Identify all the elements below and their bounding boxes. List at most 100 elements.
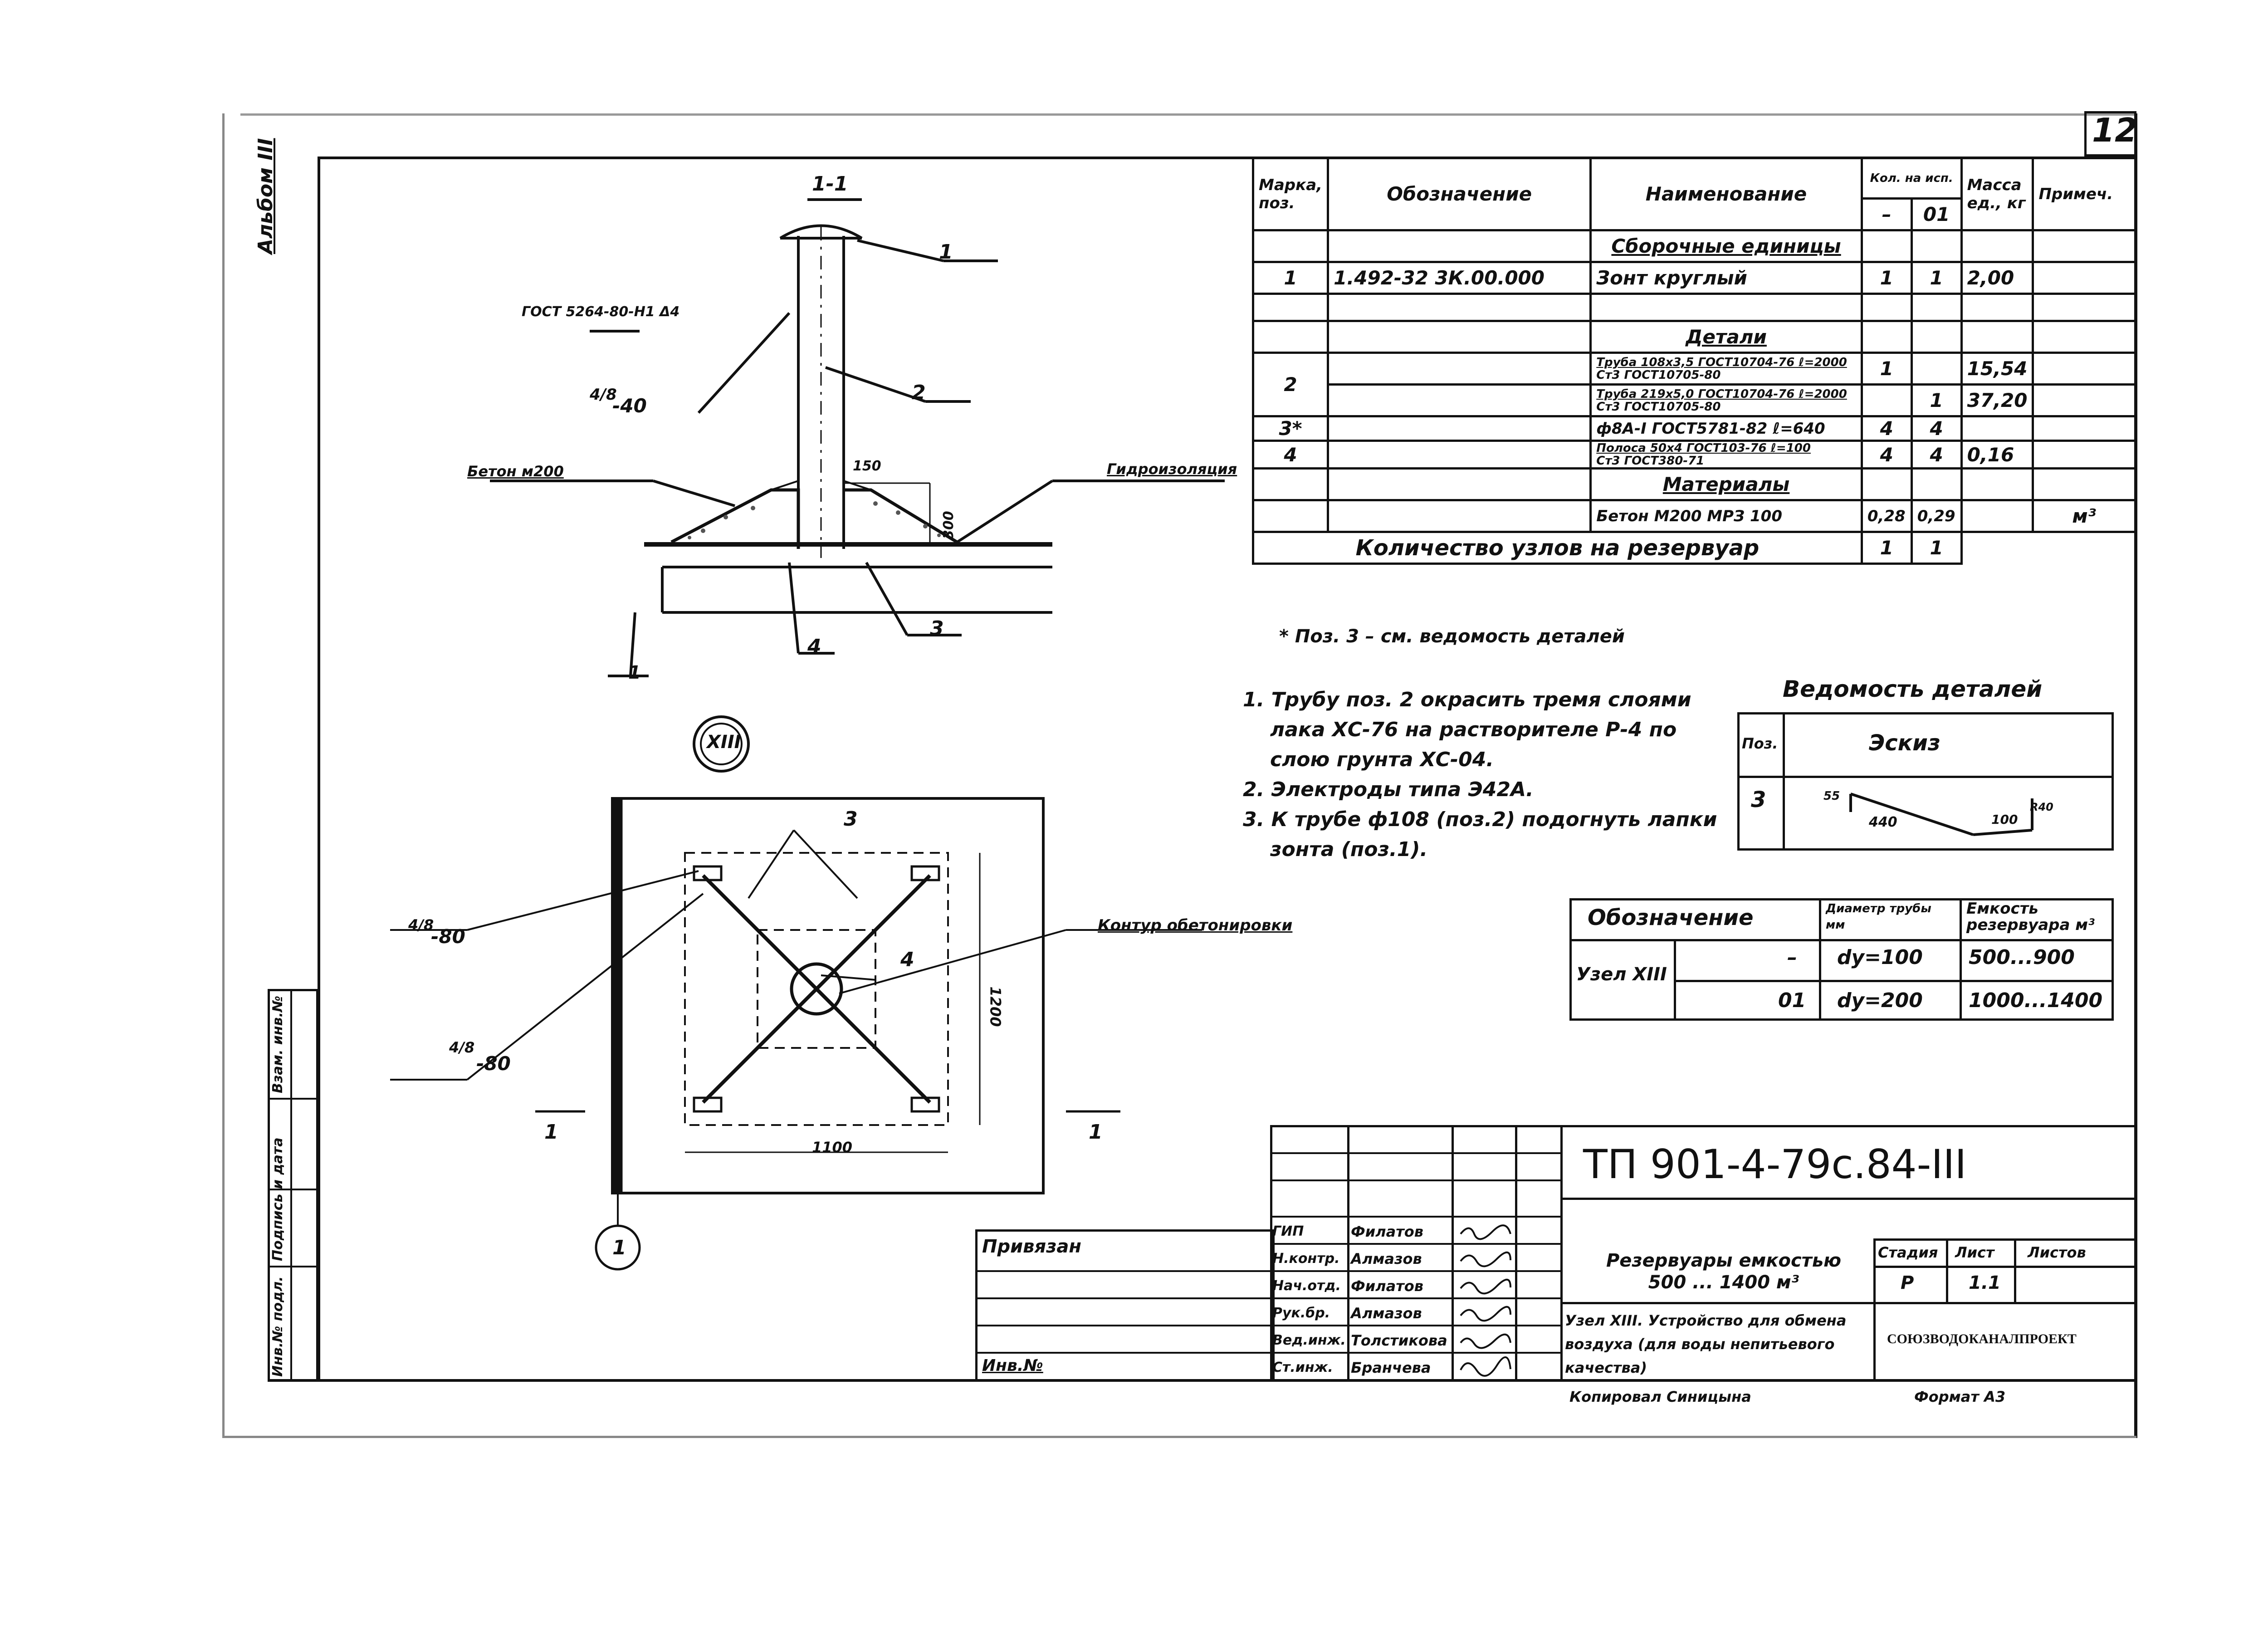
detail-sketch — [1849, 793, 2033, 836]
row5-q2: 0,29 — [1910, 499, 1963, 533]
row2a-q1: 1 — [1860, 352, 1913, 386]
tb-object-title: Резервуары емкостью 500 ... 1400 м³ — [1606, 1250, 1842, 1293]
plan-pos3: 3 — [844, 807, 858, 831]
tb-code: ТП 901-4-79с.84-III — [1583, 1141, 1967, 1188]
hdr-mass: Масса ед., кг — [1960, 157, 2034, 231]
tb-h-obj — [1560, 1302, 2136, 1304]
tb-v-name — [1452, 1125, 1454, 1381]
side-stamp-h3 — [268, 1266, 318, 1267]
tb-sheet-title: Узел XIII. Устройство для обмена воздуха… — [1565, 1312, 1847, 1376]
details-vline — [1783, 712, 1785, 851]
tb-stage-h: Стадия — [1878, 1244, 1938, 1261]
row2a-mass: 15,54 — [1960, 352, 2034, 386]
tb-h-r4 — [1270, 1270, 1560, 1272]
details-col-sketch: Эскиз — [1869, 730, 1941, 756]
row6-q2: 1 — [1910, 531, 1963, 565]
outer-frame-top — [240, 113, 2136, 116]
role-stinzh: Ст.инж. — [1272, 1360, 1333, 1375]
row5-name: Бетон М200 МРЗ 100 — [1589, 499, 1863, 533]
variants-r1-dia: dy=100 — [1837, 946, 1923, 969]
row3-q1: 4 — [1860, 415, 1913, 442]
notes: 1. Трубу поз. 2 окрасить тремя слоями ла… — [1243, 685, 1717, 865]
outer-frame-bottom — [222, 1436, 2136, 1438]
row4-q2: 4 — [1910, 440, 1963, 470]
name-6: Бранчева — [1351, 1359, 1431, 1376]
tb-h-r2 — [1270, 1216, 1560, 1218]
outer-frame-right — [2134, 113, 2137, 1438]
name-3: Филатов — [1351, 1277, 1423, 1295]
note-line-2: лака ХС-76 на растворителе Р-4 по — [1270, 718, 1677, 741]
hdr-mass-pos: Марка, поз. — [1251, 157, 1330, 231]
attach-h3 — [975, 1325, 1275, 1326]
variants-r2-cap: 1000...1400 — [1969, 989, 2103, 1012]
details-dim-b: 100 — [1991, 812, 2018, 827]
side-stamp-div1 — [290, 989, 292, 1381]
section-view-drawing — [490, 198, 1225, 677]
section-foot-mark: 1 — [628, 662, 641, 683]
variants-r2-dia: dy=200 — [1837, 989, 1923, 1012]
plan-weld-frac-top: 4/8 — [408, 916, 434, 934]
tb-inv: Инв.№ — [982, 1356, 1043, 1375]
tb-h-r0 — [1270, 1152, 1560, 1154]
role-vedinzh: Вед.инж. — [1272, 1332, 1346, 1348]
row4-pos: 4 — [1251, 440, 1330, 470]
name-4: Алмазов — [1351, 1305, 1422, 1322]
dim-1100: 1100 — [812, 1139, 853, 1156]
side-stamp — [268, 989, 318, 1381]
footnote: * Поз. 3 – см. ведомость деталей — [1279, 626, 1625, 647]
attach-h1 — [975, 1270, 1275, 1272]
note-line-4: 2. Электроды типа Э42А. — [1243, 778, 1534, 801]
group-details: Детали — [1589, 320, 1863, 354]
tb-org: СОЮЗВОДОКАНАЛПРОЕКТ — [1887, 1331, 2077, 1346]
row4-q1: 4 — [1860, 440, 1913, 470]
name-1: Филатов — [1351, 1223, 1423, 1240]
row1-pos: 1 — [1251, 261, 1330, 295]
tb-h-stage — [1873, 1238, 2136, 1241]
tb-roles: ГИП Н.контр. Нач.отд. Рук.бр. Вед.инж. С… — [1272, 1218, 1346, 1381]
details-dim-a: 440 — [1869, 814, 1897, 830]
row4-mass: 0,16 — [1960, 440, 2034, 470]
name-5: Толстикова — [1351, 1332, 1447, 1349]
format-label: Формат А3 — [1914, 1388, 2006, 1405]
variants-v2 — [1960, 898, 1962, 1021]
weld-frac-top: 4/8 — [590, 386, 617, 404]
copied-label: Копировал Синицына — [1569, 1388, 1751, 1405]
dim-1200: 1200 — [987, 986, 1004, 1027]
section-mark: 1-1 — [812, 172, 848, 196]
side-stamp-h1 — [268, 1098, 318, 1100]
variants-h1 — [1569, 939, 2114, 941]
group-materials: Материалы — [1589, 467, 1863, 501]
details-dim-d: R40 — [2030, 801, 2053, 813]
details-title: Ведомость деталей — [1783, 676, 2043, 702]
tb-h-stage2 — [1873, 1266, 2136, 1268]
tb-v-sheet — [1946, 1238, 1948, 1302]
tb-attached: Привязан — [982, 1236, 1082, 1257]
circle-mark: 1 — [612, 1236, 626, 1259]
tb-h-r1 — [1270, 1179, 1560, 1181]
node-mark: XIII — [707, 732, 741, 753]
tb-v-date — [1560, 1125, 1563, 1381]
tb-sheet: 1.1 — [1969, 1272, 2001, 1293]
title-block — [1270, 1125, 2136, 1381]
row1-q1: 1 — [1860, 261, 1913, 295]
plan-weld-top: -80 — [431, 925, 465, 948]
tb-sheets-h: Листов — [2028, 1244, 2086, 1261]
row3-pos: 3* — [1251, 415, 1330, 442]
plan-weld-frac-bot: 4/8 — [449, 1039, 475, 1056]
hdr-qty: Кол. на исп. — [1860, 157, 1963, 200]
outer-frame-left — [222, 113, 225, 1438]
plan-view-drawing — [390, 715, 1202, 1271]
pos-1-label: 1 — [939, 240, 953, 264]
inner-frame-left — [318, 157, 320, 1381]
variants-col-diameter: Диаметр трубы мм — [1826, 902, 1931, 932]
row2-pos: 2 — [1251, 352, 1330, 417]
details-table — [1737, 712, 2114, 851]
variants-r1-cap: 500...900 — [1969, 946, 2075, 969]
dim-300: 300 — [940, 511, 957, 539]
hdr-qty-01: 01 — [1910, 197, 1963, 231]
note-line-1: 1. Трубу поз. 2 окрасить тремя слоями — [1243, 688, 1691, 711]
tb-names: Филатов Алмазов Филатов Алмазов Толстико… — [1351, 1218, 1447, 1381]
